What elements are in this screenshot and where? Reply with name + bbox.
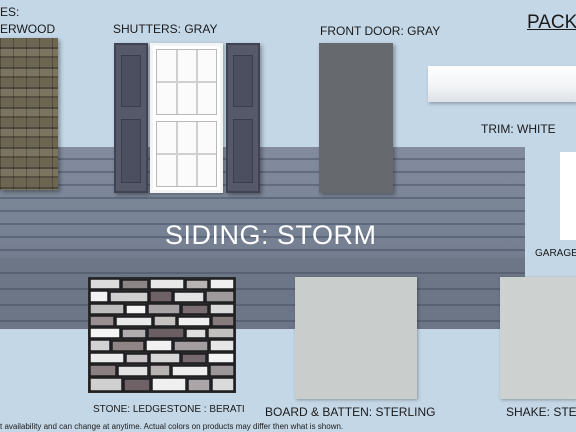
ledgestone-image: [89, 278, 235, 392]
shake-label: SHAKE: STE: [506, 405, 576, 419]
board-batten-swatch: [295, 277, 417, 399]
shutter-right: [226, 43, 260, 193]
window-upper-sash: [156, 49, 217, 115]
shingles-label-line2: ERWOOD: [0, 22, 56, 36]
shutter-left: [114, 43, 148, 193]
shutter-panel: [121, 55, 141, 107]
shingles-swatch: [0, 38, 58, 190]
shingles-label-line1: ES:: [0, 5, 20, 19]
window-lower-sash: [156, 121, 217, 187]
stone-label: STONE: LEDGESTONE : BERATI: [93, 404, 245, 415]
window-image: [150, 43, 223, 193]
trim-label: TRIM: WHITE: [481, 122, 556, 136]
stone-swatch: [88, 277, 236, 393]
front-door-swatch: [319, 43, 393, 193]
siding-label: SIDING: STORM: [165, 220, 377, 250]
board-batten-label: BOARD & BATTEN: STERLING: [265, 405, 436, 419]
package-title: PACKA: [527, 12, 576, 33]
garage-swatch: [560, 152, 576, 240]
shutter-panel: [121, 119, 141, 183]
disclaimer-text: t availability and can change at anytime…: [0, 422, 344, 431]
trim-swatch: [428, 66, 576, 102]
shake-swatch: [500, 277, 576, 399]
shutters-label: SHUTTERS: GRAY: [113, 22, 218, 36]
siding-lower-swatch: [0, 258, 525, 329]
shutter-panel: [233, 55, 253, 107]
garage-label: GARAGE: [535, 248, 576, 259]
shutter-panel: [233, 119, 253, 183]
front-door-label: FRONT DOOR: GRAY: [320, 24, 441, 38]
